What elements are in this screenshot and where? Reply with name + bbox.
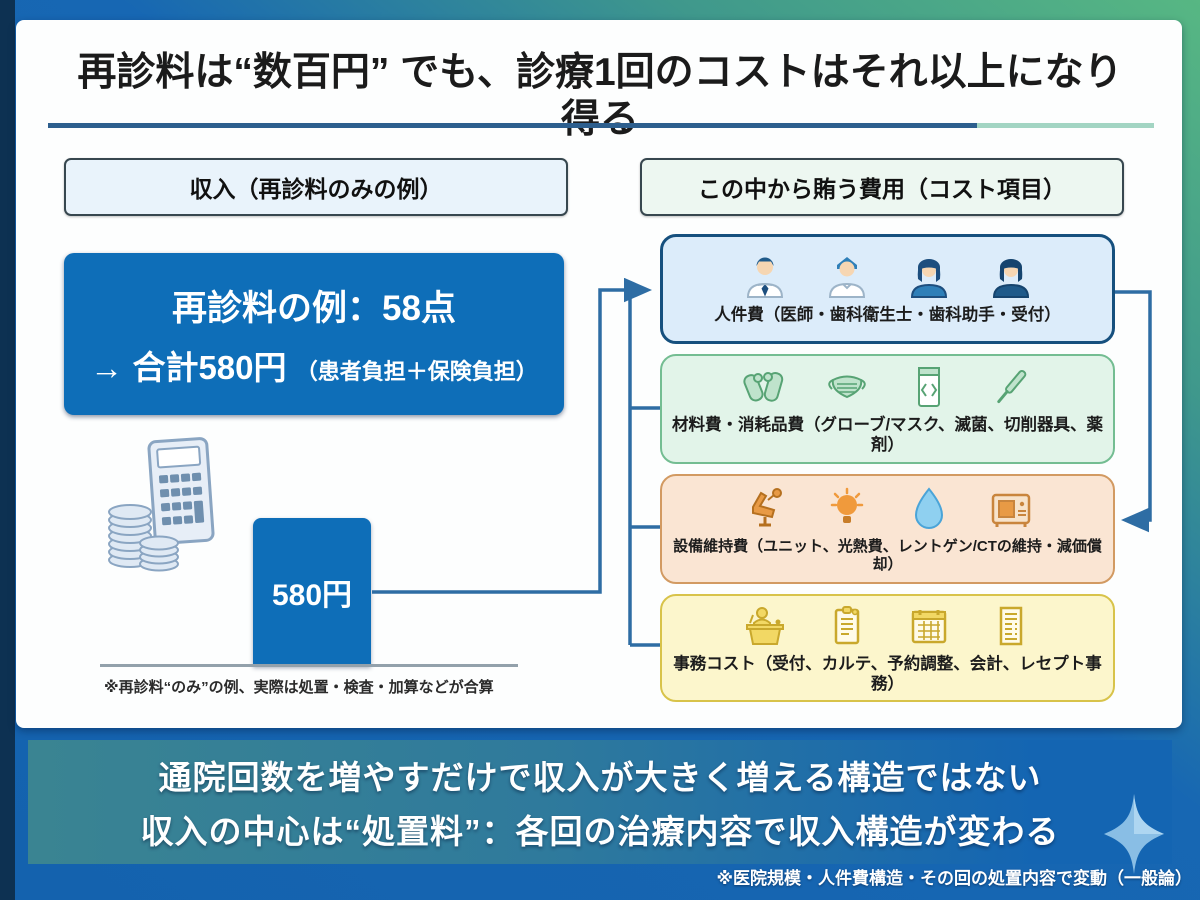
income-header-label: 収入（再診料のみの例） <box>189 176 443 202</box>
bottom-banner: 通院回数を増やすだけで収入が大きく増える構造ではない 収入の中心は“処置料”：各… <box>28 740 1172 864</box>
light-bulb-icon <box>830 487 863 523</box>
medical-chart-icon <box>834 605 859 644</box>
coins-icon <box>108 504 179 572</box>
receipt-icon <box>999 606 1022 645</box>
banner-line-2: 収入の中心は“処置料”：各回の治療内容で収入構造が変わる <box>140 813 1060 850</box>
banner-line-1: 通院回数を増やすだけで収入が大きく増える構造ではない <box>158 759 1042 796</box>
admin-label: 事務コスト（受付、カルテ、予約調整、会計、レセプト事務） <box>673 654 1102 693</box>
mask-icon <box>827 375 866 398</box>
reception-desk-icon <box>745 606 784 645</box>
fee-example-box: 再診料の例：58点 → 合計580円 （患者負担＋保険負担） <box>64 253 564 415</box>
equipment-icons <box>741 485 1035 533</box>
sparkle-diamond-icon <box>1104 794 1164 874</box>
page-title: 再診料は“数百円” でも、診療1回のコストはそれ以上になり得る <box>77 51 1123 141</box>
xray-machine-icon <box>991 493 1030 527</box>
baseline-rule <box>100 664 518 667</box>
income-header-box: 収入（再診料のみの例） <box>64 158 568 216</box>
cost-header-label: この中から賄う費用（コスト項目） <box>698 176 1066 202</box>
fee-line-1: 再診料の例：58点 <box>172 288 456 328</box>
dental-assistant-icon <box>910 258 947 298</box>
title-underline <box>48 123 1154 128</box>
cost-box-personnel: 人件費（医師・歯科衛生士・歯科助手・受付） <box>660 234 1115 344</box>
income-footnote: ※再診料“のみ”の例、実際は処置・検査・加算などが合算 <box>104 679 494 696</box>
fee-line-2-main: → 合計580円 <box>90 348 287 386</box>
fee-bar-label: 580円 <box>271 579 353 612</box>
cost-header-box: この中から賄う費用（コスト項目） <box>640 158 1124 216</box>
water-drop-icon <box>914 486 943 529</box>
sterile-pouch-icon <box>917 366 940 407</box>
calculator-icon <box>147 437 215 545</box>
calendar-icon <box>911 609 946 643</box>
equipment-label: 設備維持費（ユニット、光熱費、レントゲン/CTの維持・減価償却） <box>673 537 1102 573</box>
personnel-icons <box>741 253 1035 301</box>
doctor-icon <box>746 257 783 298</box>
cost-box-materials: 材料費・消耗品費（グローブ/マスク、滅菌、切削器具、薬剤） <box>660 354 1115 464</box>
cost-box-equipment: 設備維持費（ユニット、光熱費、レントゲン/CTの維持・減価償却） <box>660 474 1115 584</box>
fee-bar: 580円 <box>253 518 371 666</box>
materials-icons <box>741 363 1035 411</box>
personnel-label: 人件費（医師・歯科衛生士・歯科助手・受付） <box>714 305 1061 324</box>
footer-note: ※医院規模・人件費構造・その回の処置内容で変動（一般論） <box>716 869 1192 888</box>
admin-icons <box>741 602 1035 650</box>
fee-line-2-sub: （患者負担＋保険負担） <box>295 358 538 384</box>
dental-chair-icon <box>751 487 782 526</box>
fee-line-2: → 合計580円 （患者負担＋保険負担） <box>90 341 537 389</box>
left-edge-strip <box>0 0 15 900</box>
dental-instrument-icon <box>996 369 1026 403</box>
materials-label: 材料費・消耗品費（グローブ/マスク、滅菌、切削器具、薬剤） <box>671 415 1104 454</box>
gloves-icon <box>742 371 783 402</box>
cost-box-admin: 事務コスト（受付、カルテ、予約調整、会計、レセプト事務） <box>660 594 1115 702</box>
hygienist-icon <box>828 256 865 298</box>
receptionist-icon <box>992 258 1029 298</box>
